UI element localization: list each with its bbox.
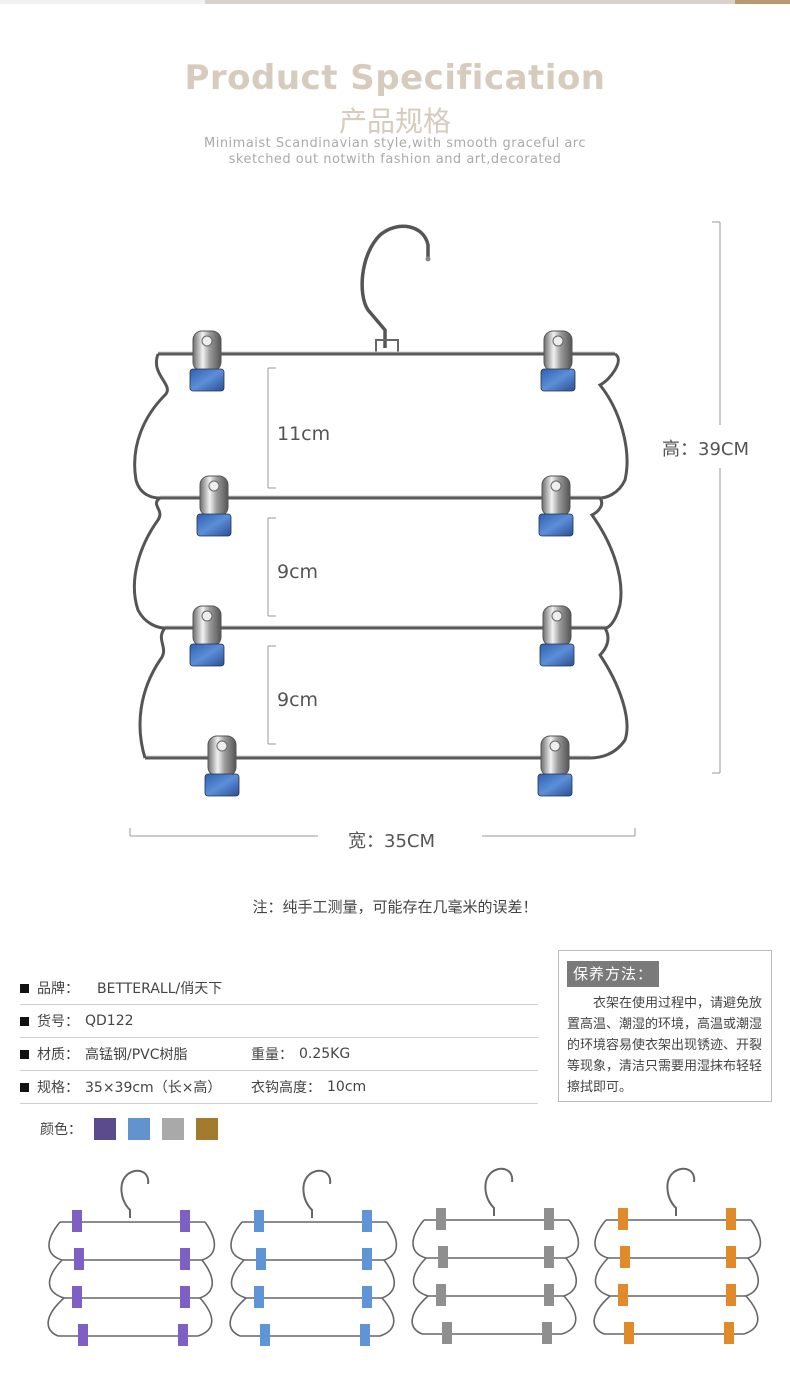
- gap-top-label: 11cm: [277, 423, 331, 445]
- care-title: 保养方法：: [567, 961, 660, 987]
- size-value: 35×39cm（长×高）: [85, 1080, 222, 1096]
- material-label: 材质：: [37, 1047, 79, 1063]
- bullet-square-icon: [20, 1082, 29, 1092]
- color-swatch-gold[interactable]: [196, 1118, 218, 1140]
- spec-list: 品牌： BETTERALL/俏天下 货号： QD122 材质： 高锰钢/PVC树…: [20, 972, 538, 1104]
- spec-row-size: 规格： 35×39cm（长×高） 衣钩高度： 10cm: [20, 1071, 538, 1104]
- top-banner-strip: [0, 0, 790, 4]
- care-text: 衣架在使用过程中，请避免放置高温、潮湿的环境，高温或潮湿的环境容易使衣架出现锈迹…: [567, 996, 763, 1095]
- color-swatch-gray[interactable]: [162, 1118, 184, 1140]
- material-value: 高锰钢/PVC树脂: [85, 1047, 188, 1063]
- care-box: 保养方法： 衣架在使用过程中，请避免放置高温、潮湿的环境，高温或潮湿的环境容易使…: [558, 950, 772, 1102]
- top-banner-accent: [735, 0, 790, 4]
- hanger-illustration: [129, 221, 721, 837]
- weight-value: 0.25KG: [299, 1046, 351, 1062]
- title-english: Product Specification: [184, 58, 606, 98]
- spec-row-sku: 货号： QD122: [20, 1005, 538, 1038]
- sku-value: QD122: [85, 1013, 134, 1029]
- color-variants: [47, 1167, 762, 1346]
- hook-height-label: 衣钩高度：: [251, 1080, 321, 1096]
- color-swatch-purple[interactable]: [94, 1118, 116, 1140]
- spec-row-material: 材质： 高锰钢/PVC树脂 重量： 0.25KG: [20, 1038, 538, 1071]
- weight-label: 重量：: [251, 1047, 293, 1063]
- measurement-note: 注：纯手工测量，可能存在几毫米的误差！: [252, 898, 538, 916]
- hook-height-value: 10cm: [327, 1079, 367, 1095]
- brand-value: BETTERALL/俏天下: [97, 981, 223, 997]
- bullet-square-icon: [20, 983, 29, 993]
- color-options: 颜色：: [40, 1118, 218, 1140]
- color-label: 颜色：: [40, 1122, 82, 1138]
- bullet-square-icon: [20, 1049, 29, 1059]
- height-label: 高：39CM: [662, 439, 750, 460]
- spec-row-brand: 品牌： BETTERALL/俏天下: [20, 972, 538, 1005]
- title-chinese: 产品规格: [338, 105, 451, 138]
- width-label: 宽：35CM: [348, 831, 436, 852]
- sku-label: 货号：: [37, 1014, 79, 1030]
- bullet-square-icon: [20, 1016, 29, 1026]
- subtitle-line-2: sketched out notwith fashion and art,dec…: [228, 152, 562, 167]
- gap-middle-label: 9cm: [277, 561, 319, 583]
- color-swatch-blue[interactable]: [128, 1118, 150, 1140]
- size-label: 规格：: [37, 1080, 79, 1096]
- subtitle-line-1: Minimaist Scandinavian style,with smooth…: [203, 136, 586, 151]
- gap-bottom-label: 9cm: [277, 689, 319, 711]
- top-banner-image: [205, 0, 735, 4]
- brand-label: 品牌：: [37, 981, 79, 997]
